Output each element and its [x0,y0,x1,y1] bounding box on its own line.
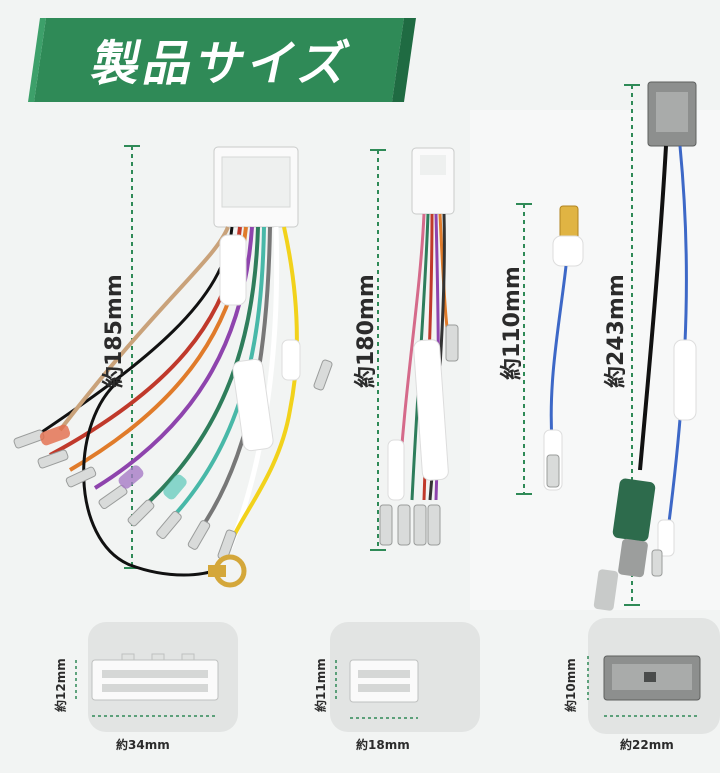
aux-harness [370,147,459,551]
page-title: 製品サイズ [86,36,358,92]
main-harness [13,145,333,588]
single-lead [516,203,584,495]
main-plug-height-label: 約12mm [54,658,68,712]
antenna-adapter [593,81,697,611]
single-lead-length-label: 約110mm [500,266,525,380]
antenna-adapter-length-label: 約243mm [604,274,629,388]
aux-plug-height-label: 約11mm [314,658,328,712]
aux-plug-width-label: 約18mm [356,738,410,752]
title-banner [28,18,416,102]
aux-harness-length-label: 約180mm [354,274,379,388]
connector-closeups [75,618,720,734]
main-harness-length-label: 約185mm [102,274,127,388]
antenna-plug-height-label: 約10mm [564,658,578,712]
main-plug-width-label: 約34mm [116,738,170,752]
antenna-plug-width-label: 約22mm [620,738,674,752]
